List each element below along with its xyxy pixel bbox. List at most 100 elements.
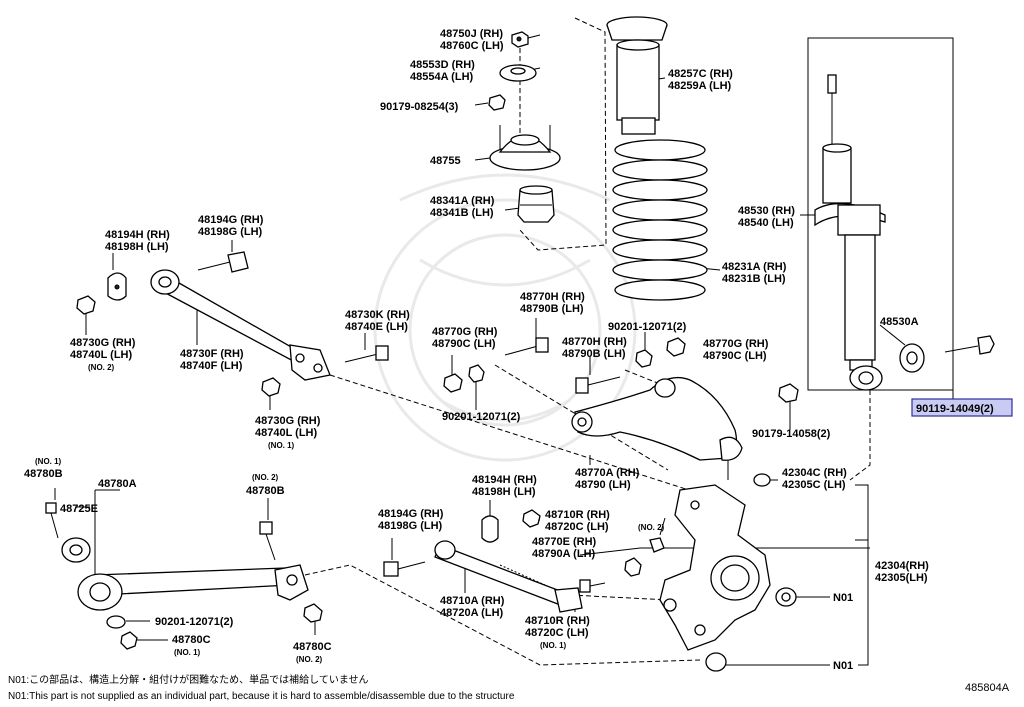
- label-48730f[interactable]: 48730F (RH): [180, 348, 244, 360]
- label-48770g-a[interactable]: 48770G (RH): [432, 326, 498, 338]
- bolt-48770h-b[interactable]: [575, 376, 621, 394]
- label-48770a[interactable]: 48770A (RH): [575, 467, 640, 479]
- label-90201-12071-b[interactable]: 90201-12071(2): [608, 321, 687, 333]
- label-48341b[interactable]: 48341B (LH): [430, 207, 494, 219]
- lower-link-48780a[interactable]: [77, 564, 309, 611]
- label-48341a[interactable]: 48341A (RH): [430, 195, 495, 207]
- label-90201-12071-a[interactable]: 90201-12071(2): [442, 411, 521, 423]
- label-48194h-mid[interactable]: 48194H (RH): [472, 474, 537, 486]
- label-48780b-b[interactable]: 48780B: [246, 485, 285, 497]
- nut-48770e[interactable]: [624, 557, 642, 577]
- label-48770h-top[interactable]: 48770H (RH): [520, 291, 585, 303]
- lower-link-48710a[interactable]: [434, 540, 583, 613]
- knuckle-42304[interactable]: [659, 484, 771, 651]
- label-48780a[interactable]: 48780A: [98, 478, 137, 490]
- label-48198h-mid[interactable]: 48198H (LH): [472, 486, 536, 498]
- label-42305c[interactable]: 42305C (LH): [782, 479, 846, 491]
- label-48780c-a[interactable]: 48780C: [172, 634, 211, 646]
- label-42304[interactable]: 42304(RH): [875, 560, 929, 572]
- bushing-48725e[interactable]: [61, 537, 91, 563]
- coil-spring-48231a[interactable]: [612, 139, 708, 301]
- label-48530[interactable]: 48530 (RH): [738, 205, 795, 217]
- support-mount-48755[interactable]: [489, 125, 561, 171]
- label-48780b-a[interactable]: 48780B: [24, 468, 63, 480]
- label-90119-14049[interactable]: 90119-14049(2): [916, 403, 994, 415]
- label-48770h-b[interactable]: 48770H (RH): [562, 336, 627, 348]
- bolt-90119-14049[interactable]: [944, 335, 995, 355]
- nut-48770g-a[interactable]: [443, 373, 463, 393]
- label-48740e[interactable]: 48740E (LH): [345, 321, 408, 333]
- label-90179-08254[interactable]: 90179-08254(3): [380, 101, 459, 113]
- label-48730g-no1[interactable]: 48730G (RH): [255, 415, 321, 427]
- label-48730k[interactable]: 48730K (RH): [345, 309, 410, 321]
- label-48790c-b[interactable]: 48790C (LH): [703, 350, 767, 362]
- bolt-48194g-top[interactable]: [197, 251, 249, 273]
- bushing-48770e[interactable]: [649, 537, 665, 553]
- label-48198g-top[interactable]: 48198G (LH): [198, 226, 263, 238]
- bushing-48530a[interactable]: [899, 343, 925, 373]
- nut-90201-12071-c[interactable]: [106, 615, 126, 629]
- label-90201-12071-c[interactable]: 90201-12071(2): [155, 616, 234, 628]
- nut-48730g-no2[interactable]: [76, 295, 96, 315]
- label-48710a[interactable]: 48710A (RH): [440, 595, 505, 607]
- label-48194g-top[interactable]: 48194G (RH): [198, 214, 264, 226]
- nut-48710r-a[interactable]: [522, 509, 541, 528]
- label-48259a[interactable]: 48259A (LH): [668, 80, 732, 92]
- label-48231a[interactable]: 48231A (RH): [722, 261, 787, 273]
- bushing-48194h-mid[interactable]: [481, 515, 499, 543]
- label-48725e[interactable]: 48725E: [60, 503, 98, 515]
- label-48198h-top[interactable]: 48198H (LH): [105, 241, 169, 253]
- dust-boot-48257c[interactable]: [606, 16, 668, 135]
- bushing-n01-a[interactable]: [775, 587, 797, 607]
- bolt-48780b-b[interactable]: [259, 521, 276, 561]
- label-48257c[interactable]: 48257C (RH): [668, 68, 733, 80]
- nut-90201-12071-b[interactable]: [635, 349, 653, 368]
- label-48530a[interactable]: 48530A: [880, 316, 919, 328]
- label-48720c-b[interactable]: 48720C (LH): [525, 627, 589, 639]
- label-48720a[interactable]: 48720A (LH): [440, 607, 504, 619]
- label-48553d[interactable]: 48553D (RH): [410, 59, 475, 71]
- nut-48770g-b[interactable]: [666, 337, 686, 357]
- label-48780c-b[interactable]: 48780C: [293, 641, 332, 653]
- shock-absorber-48530[interactable]: [814, 74, 886, 391]
- label-48730g-no2[interactable]: 48730G (RH): [70, 337, 136, 349]
- label-48740l-no1[interactable]: 48740L (LH): [255, 427, 317, 439]
- label-48720c-a[interactable]: 48720C (LH): [545, 521, 609, 533]
- label-48790b-b[interactable]: 48790B (LH): [562, 348, 626, 360]
- label-n01-b[interactable]: N01: [833, 660, 853, 672]
- label-48194g-mid[interactable]: 48194G (RH): [378, 508, 444, 520]
- label-48710r-b[interactable]: 48710R (RH): [525, 615, 590, 627]
- label-48194h-top[interactable]: 48194H (RH): [105, 229, 170, 241]
- bushing-42304c[interactable]: [753, 473, 771, 487]
- label-48198g-mid[interactable]: 48198G (LH): [378, 520, 443, 532]
- bushing-n01-b[interactable]: [705, 652, 727, 672]
- bolt-48770h-top[interactable]: [504, 337, 549, 356]
- label-48231b[interactable]: 48231B (LH): [722, 273, 786, 285]
- label-42304c[interactable]: 42304C (RH): [782, 467, 847, 479]
- label-48755[interactable]: 48755: [430, 155, 461, 167]
- nut-48780c-b[interactable]: [303, 603, 323, 623]
- nut-90179-14058[interactable]: [778, 383, 799, 403]
- label-48790[interactable]: 48790 (LH): [575, 479, 631, 491]
- nut-90179-08254[interactable]: [488, 94, 506, 111]
- nut-90201-12071-a[interactable]: [468, 364, 485, 383]
- nut-48730g-no1[interactable]: [261, 377, 281, 397]
- label-48710r-a[interactable]: 48710R (RH): [545, 509, 610, 521]
- label-n01-a[interactable]: N01: [833, 592, 853, 604]
- bolt-48730k[interactable]: [344, 345, 389, 363]
- label-90179-14058[interactable]: 90179-14058(2): [752, 428, 831, 440]
- label-48770g-b[interactable]: 48770G (RH): [703, 338, 769, 350]
- bushing-48194h-top[interactable]: [107, 272, 127, 301]
- nut-48710r-b[interactable]: [579, 579, 606, 593]
- nut-48780c-a[interactable]: [120, 631, 138, 650]
- label-42305[interactable]: 42305(LH): [875, 572, 928, 584]
- label-48750j[interactable]: 48750J (RH): [440, 28, 503, 40]
- arm-48730f[interactable]: [150, 269, 331, 381]
- bolt-48194g-mid[interactable]: [383, 561, 426, 577]
- nut-48750j[interactable]: [511, 31, 529, 48]
- label-48760c[interactable]: 48760C (LH): [440, 40, 504, 52]
- label-48740f[interactable]: 48740F (LH): [180, 360, 243, 372]
- washer-48553d[interactable]: [499, 64, 537, 82]
- label-48770e[interactable]: 48770E (RH): [532, 536, 597, 548]
- label-48790a[interactable]: 48790A (LH): [532, 548, 596, 560]
